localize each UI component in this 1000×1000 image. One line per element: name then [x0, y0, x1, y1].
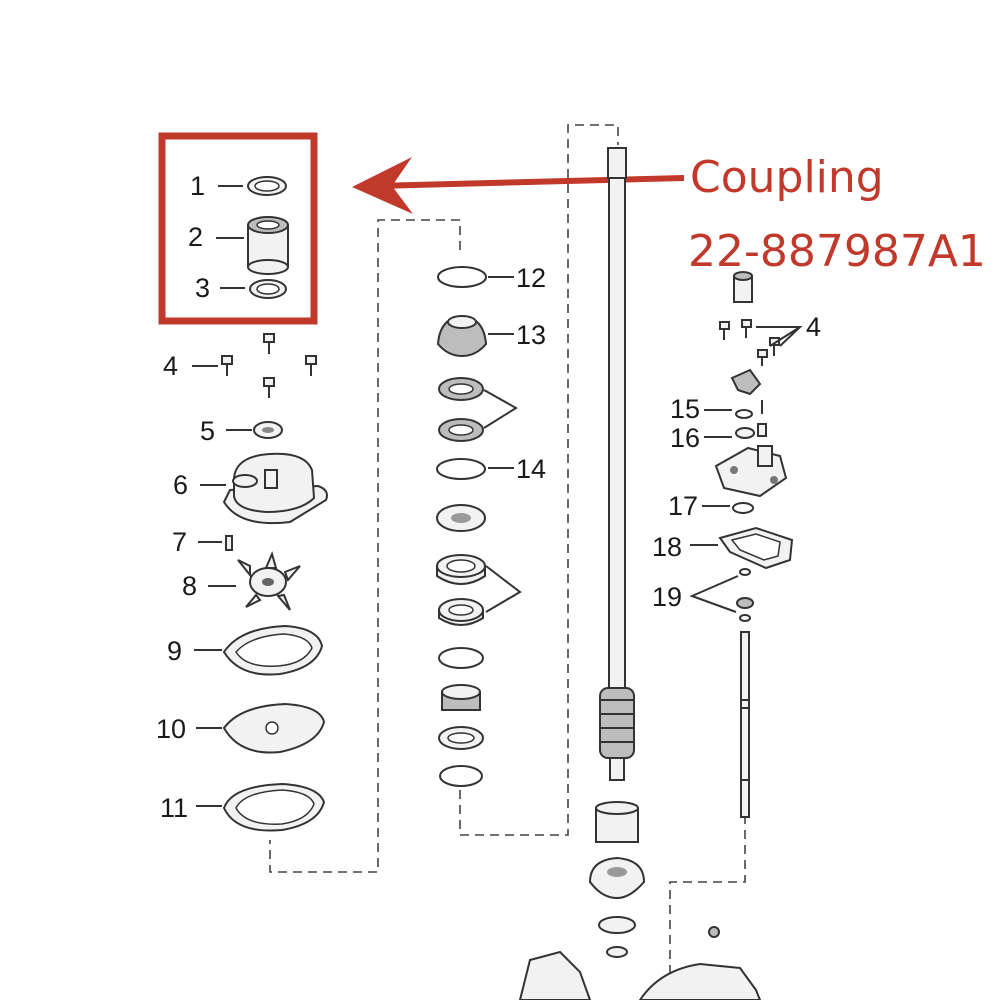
label-9: 9	[167, 636, 182, 666]
label-6: 6	[173, 470, 188, 500]
part-16-bushing	[735, 423, 767, 439]
label-3: 3	[195, 273, 210, 303]
part-2-coupling	[247, 216, 289, 275]
label-14: 14	[516, 454, 546, 484]
part-driveshaft	[599, 147, 635, 781]
label-4-right: 4	[806, 312, 821, 342]
part-lower-bearings	[588, 801, 646, 958]
part-shift-lever	[730, 368, 762, 396]
label-1: 1	[190, 171, 205, 201]
label-16: 16	[670, 423, 700, 453]
part-17-o-ring	[732, 502, 754, 514]
label-11: 11	[160, 793, 188, 823]
part-shift-shaft	[740, 631, 750, 818]
label-18: 18	[652, 532, 682, 562]
part-4-screws-left	[221, 333, 317, 398]
dashed-group-center	[459, 124, 619, 836]
label-13: 13	[516, 320, 546, 350]
part-6-pump-housing	[222, 452, 328, 525]
label-17: 17	[668, 491, 698, 521]
label-5: 5	[200, 416, 215, 446]
part-8-impeller	[237, 551, 301, 611]
highlight-box	[158, 132, 318, 325]
part-12-snap-ring	[437, 266, 487, 288]
part-19-washers	[736, 568, 754, 622]
part-7-key	[225, 535, 233, 551]
part-shift-housing	[714, 445, 788, 498]
label-7: 7	[172, 527, 187, 557]
label-10: 10	[156, 714, 186, 744]
label-4-left: 4	[163, 351, 178, 381]
part-bearing-stack	[436, 504, 486, 787]
label-2: 2	[188, 222, 203, 252]
part-shift-shaft-top	[733, 271, 753, 303]
label-15: 15	[670, 394, 700, 424]
label-12: 12	[516, 263, 546, 293]
dashed-group-left	[269, 219, 461, 873]
callout-arrow	[352, 157, 685, 214]
part-14-seals	[436, 377, 486, 480]
callout-part-number: 22-887987A1	[688, 226, 986, 277]
callout-title: Coupling	[690, 152, 884, 203]
part-15-o-ring	[735, 409, 753, 419]
part-4-screws-right	[719, 319, 780, 366]
label-19: 19	[652, 582, 682, 612]
label-8: 8	[182, 571, 197, 601]
part-13-cap	[436, 314, 488, 358]
part-gearcase-base	[518, 926, 762, 1000]
dashed-group-right	[669, 815, 746, 990]
